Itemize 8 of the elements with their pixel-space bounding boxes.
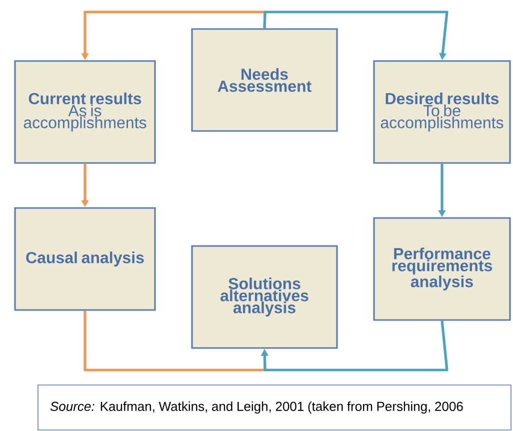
process-box: Needs Assessment — [191, 28, 338, 132]
process-box: Desired results To be accomplishments — [373, 60, 511, 164]
process-box: Current results As is accomplishments — [14, 60, 156, 164]
process-box: Causal analysis — [14, 207, 156, 311]
process-box: Performance requirements analysis — [373, 217, 511, 321]
source-box: Source: Kaufman, Watkins, and Leigh, 2001 (taken from Pershing, 2006 — [38, 384, 512, 430]
arrow — [260, 320, 448, 372]
process-box: Solutions alternatives analysis — [191, 245, 338, 349]
